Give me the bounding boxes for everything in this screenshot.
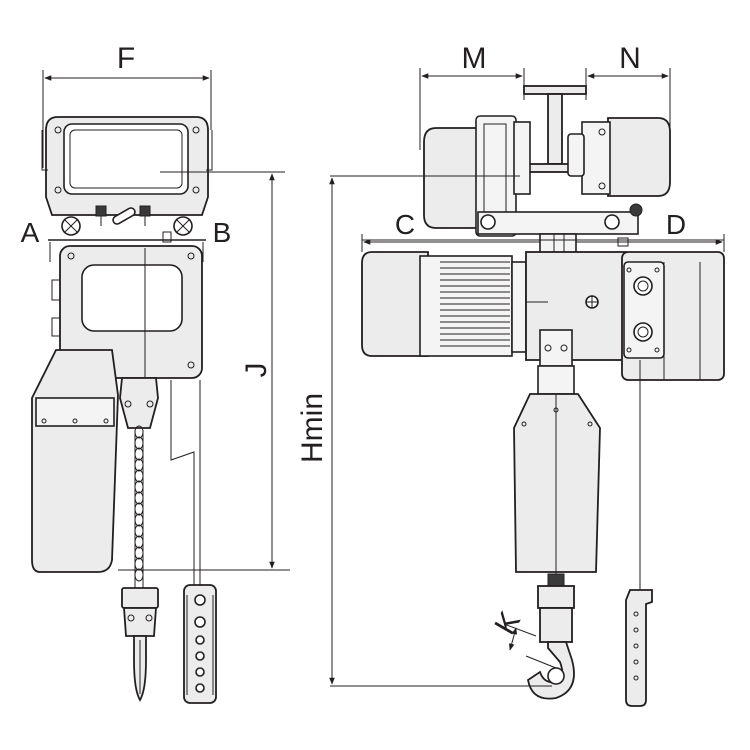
side-view: M N (296, 42, 725, 707)
chain-link (134, 568, 144, 582)
dimension-f: F (42, 42, 212, 168)
pendant-side (625, 360, 653, 707)
label-f: F (117, 42, 135, 75)
chain-link (134, 557, 144, 571)
chain-link (134, 480, 144, 494)
label-d: D (666, 209, 686, 240)
label-j: J (240, 363, 273, 378)
load-chain-front (119, 377, 159, 588)
hook-block-side (527, 573, 575, 700)
hoist-body-side (361, 251, 725, 381)
dimension-cd: C D (361, 209, 725, 252)
motor-housing-front (41, 116, 213, 226)
chain-link (134, 447, 144, 461)
label-m: M (462, 42, 487, 75)
dimension-j: J (118, 171, 290, 571)
label-n: N (619, 42, 641, 75)
front-view: F A B (21, 42, 290, 704)
chain-link (134, 469, 144, 483)
chain-link (134, 502, 144, 516)
label-k: K (488, 606, 527, 640)
chain-link (134, 535, 144, 549)
label-a: A (21, 217, 40, 248)
chain-link (134, 491, 144, 505)
trolley-frame (477, 203, 643, 269)
hook-block-front (121, 587, 159, 702)
label-c: C (395, 209, 415, 240)
chain-bag-side (513, 329, 601, 590)
i-beam (523, 85, 587, 173)
travel-motor-right (567, 117, 671, 197)
gear-case-front (51, 245, 203, 380)
chain-link (134, 546, 144, 560)
chain-bag-front (31, 349, 119, 573)
chain-link (134, 458, 144, 472)
chain-link (134, 513, 144, 527)
label-hmin: Hmin (296, 393, 329, 463)
dimension-m: M (419, 42, 525, 150)
pendant-front (170, 380, 217, 704)
chain-link (134, 436, 144, 450)
trolley-wheels-front: A B (21, 216, 232, 262)
label-b: B (213, 217, 232, 248)
chain-link (134, 524, 144, 538)
dimension-hmin: Hmin (296, 175, 552, 687)
